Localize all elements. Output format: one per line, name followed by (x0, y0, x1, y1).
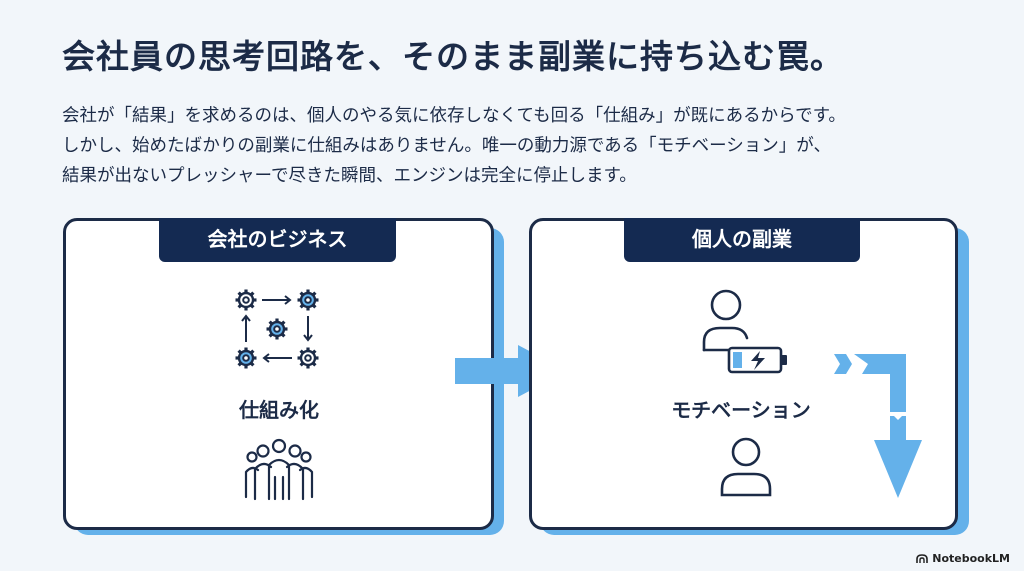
page-title: 会社員の思考回路を、そのまま副業に持ち込む罠。 (62, 37, 844, 76)
description-line-2: しかし、始めたばかりの副業に仕組みはありません。唯一の動力源である「モチベーショ… (62, 136, 831, 156)
low-battery-icon (727, 346, 787, 374)
left-caption: 仕組み化 (239, 398, 319, 422)
description-line-3: 結果が出ないプレッシャーで尽きた瞬間、エンジンは完全に停止します。 (62, 166, 637, 186)
person-icon (720, 437, 772, 497)
gear-cycle-icon (233, 287, 321, 371)
left-panel: 会社のビジネス (63, 218, 494, 530)
credit-label: NotebookLM (932, 552, 1010, 565)
left-panel-tab: 会社のビジネス (159, 218, 396, 262)
description: 会社が「結果」を求めるのは、個人のやる気に依存しなくても回る「仕組み」が既にある… (62, 101, 982, 191)
team-icon (244, 438, 314, 501)
right-panel-tab: 個人の副業 (624, 218, 860, 262)
down-arrow-icon (834, 354, 922, 498)
notebooklm-logo-icon (916, 553, 929, 563)
notebooklm-credit: NotebookLM (916, 552, 1010, 565)
right-caption: モチベーション (671, 398, 811, 422)
person-icon (702, 289, 749, 352)
description-line-1: 会社が「結果」を求めるのは、個人のやる気に依存しなくても回る「仕組み」が既にある… (62, 106, 846, 126)
